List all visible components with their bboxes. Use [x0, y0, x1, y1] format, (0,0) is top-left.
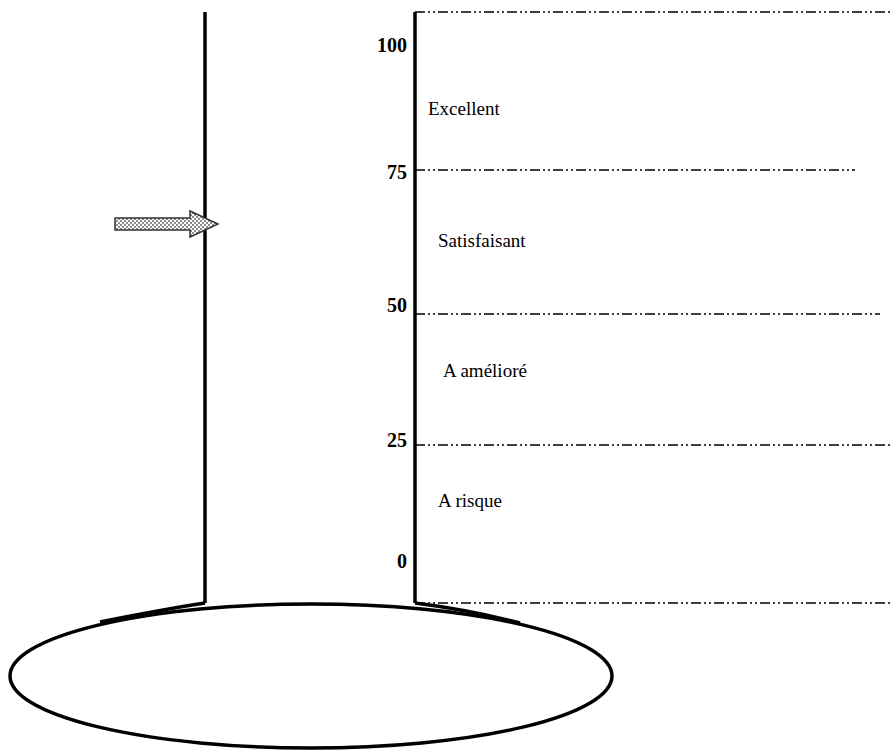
scale-lines [415, 12, 892, 603]
zone-label: Excellent [428, 99, 500, 118]
zone-label: A amélioré [443, 361, 527, 380]
scale-number: 0 [397, 551, 407, 571]
scale-number: 25 [387, 430, 407, 450]
scale-number: 50 [387, 295, 407, 315]
zone-label: Satisfaisant [438, 231, 526, 250]
thermometer-outline [10, 12, 612, 748]
pointer-arrow [115, 211, 218, 237]
zone-label: A risque [438, 491, 502, 510]
scale-number: 100 [377, 35, 407, 55]
scale-number: 75 [387, 162, 407, 182]
